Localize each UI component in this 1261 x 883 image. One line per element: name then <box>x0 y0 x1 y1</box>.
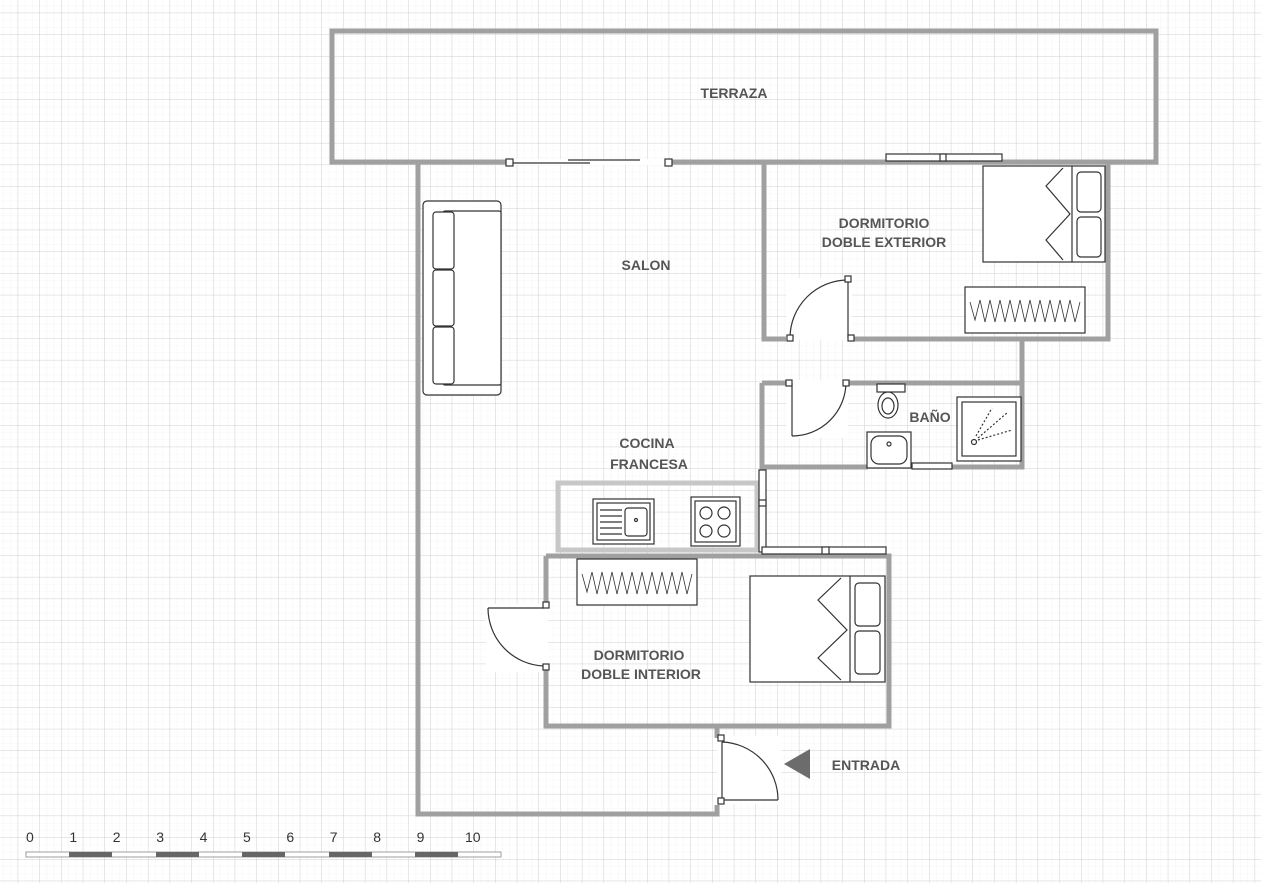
label-salon: SALON <box>622 257 671 273</box>
scale-tick-label: 2 <box>113 829 121 845</box>
label-terraza: TERRAZA <box>701 85 768 101</box>
cocina-wall <box>555 480 760 553</box>
cooktop-icon <box>690 496 741 547</box>
door-dormitorio-exterior <box>786 275 855 342</box>
scale-tick-label: 1 <box>69 829 77 845</box>
windows <box>505 153 1003 555</box>
scale-tick-label: 10 <box>465 829 481 845</box>
scale-bar: 0 1 2 3 4 5 6 7 8 9 10 <box>25 829 502 858</box>
doors <box>487 275 855 805</box>
bed-icon-interior <box>749 575 886 683</box>
kitchen-sink-icon <box>592 498 655 545</box>
scale-tick-label: 0 <box>26 829 34 845</box>
label-entrada: ENTRADA <box>832 757 900 773</box>
scale-tick-label: 8 <box>373 829 381 845</box>
scale-tick-label: 9 <box>417 829 425 845</box>
label-bano: BAÑO <box>909 408 950 425</box>
shower-icon <box>956 396 1022 462</box>
label-dormitorio-interior-1: DORMITORIO <box>594 647 685 663</box>
door-bano <box>785 379 850 437</box>
walls <box>329 28 1159 817</box>
scale-tick-label: 4 <box>200 829 208 845</box>
bano-window <box>911 462 953 470</box>
door-dormitorio-interior <box>487 601 550 671</box>
wardrobe-icon-exterior <box>964 286 1086 334</box>
label-cocina-1: COCINA <box>619 435 674 451</box>
scale-tick-label: 7 <box>330 829 338 845</box>
furniture <box>422 165 1106 683</box>
sink-icon-bano <box>866 431 912 469</box>
toilet-icon <box>876 383 906 419</box>
cocina-window-vertical <box>758 469 767 553</box>
sofa-icon <box>422 200 502 396</box>
door-entrada <box>717 734 779 805</box>
dormitorio-exterior-wall <box>761 162 1111 342</box>
door-clearances <box>486 278 852 804</box>
wardrobe-icon-interior <box>576 558 698 606</box>
scale-tick-label: 5 <box>243 829 251 845</box>
dormitorio-interior-wall <box>543 553 892 729</box>
outer-wall <box>415 162 720 817</box>
label-cocina-2: FRANCESA <box>610 456 688 472</box>
scale-tick-label: 3 <box>156 829 164 845</box>
salon-sliding-door-frame <box>506 159 672 165</box>
label-dormitorio-exterior-1: DORMITORIO <box>839 215 930 231</box>
label-dormitorio-exterior-2: DOBLE EXTERIOR <box>822 234 946 250</box>
bed-icon-exterior <box>982 165 1106 263</box>
label-dormitorio-interior-2: DOBLE INTERIOR <box>581 666 701 682</box>
scale-tick-label: 6 <box>286 829 294 845</box>
entry-arrow-icon <box>784 749 810 779</box>
terraza-wall <box>329 28 1159 165</box>
